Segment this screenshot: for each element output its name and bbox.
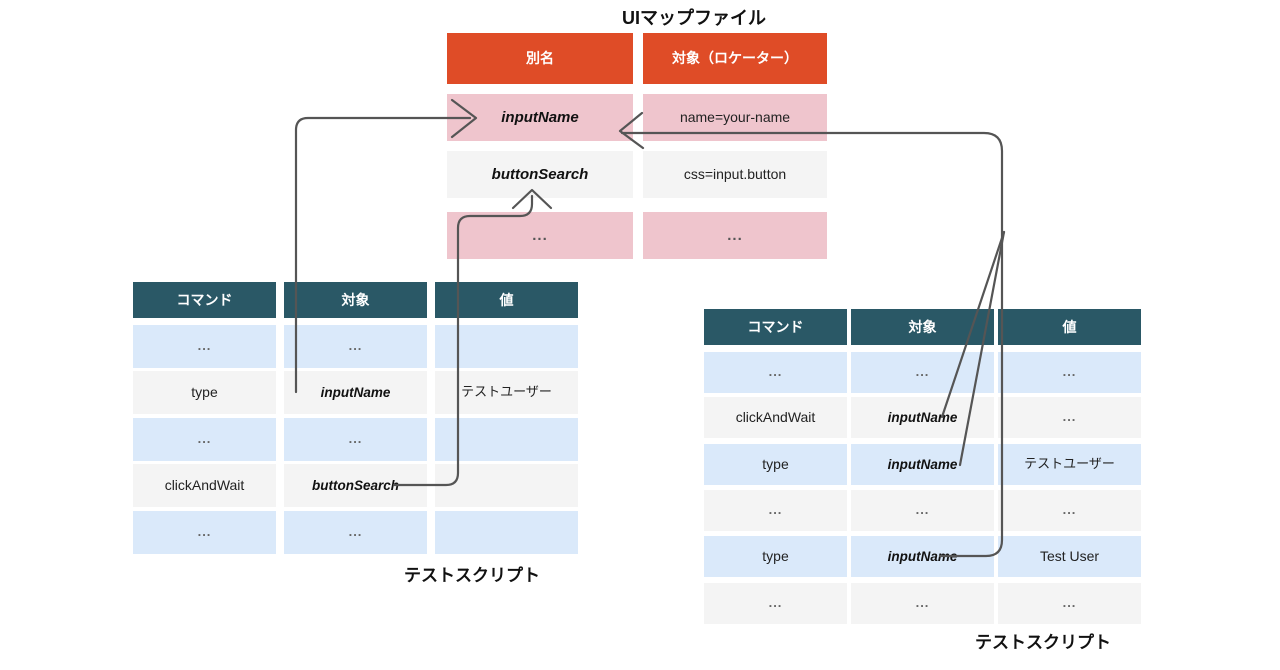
right-cell-command: ... — [704, 352, 847, 393]
left-cell-command: ... — [133, 511, 276, 554]
right-cell-command: ... — [704, 583, 847, 624]
left-cell-target: inputName — [284, 371, 427, 414]
left-cell-target: ... — [284, 325, 427, 368]
left-cell-value — [435, 464, 578, 507]
uimap-title: UIマップファイル — [622, 8, 766, 28]
right-cell-target: inputName — [851, 444, 994, 485]
left-cell-command: ... — [133, 325, 276, 368]
left-cell-target: buttonSearch — [284, 464, 427, 507]
right-cell-command: ... — [704, 490, 847, 531]
right-cell-value: Test User — [998, 536, 1141, 577]
left-cell-value — [435, 511, 578, 554]
right-cell-command: type — [704, 444, 847, 485]
left-header-command: コマンド — [133, 282, 276, 318]
left-header-target: 対象 — [284, 282, 427, 318]
right-cell-target: ... — [851, 490, 994, 531]
right-cell-value: ... — [998, 352, 1141, 393]
right-header-value: 値 — [998, 309, 1141, 345]
right-cell-command: clickAndWait — [704, 397, 847, 438]
left-cell-value — [435, 418, 578, 461]
left-cell-command: ... — [133, 418, 276, 461]
left-script-caption: テストスクリプト — [404, 566, 540, 585]
right-script-caption: テストスクリプト — [975, 633, 1111, 652]
uimap-header-alias: 別名 — [447, 33, 633, 84]
left-cell-command: type — [133, 371, 276, 414]
right-cell-value: ... — [998, 490, 1141, 531]
right-cell-value: ... — [998, 397, 1141, 438]
uimap-header-locator: 対象（ロケーター） — [643, 33, 827, 84]
uimap-row-alias: inputName — [447, 94, 633, 141]
right-cell-target: inputName — [851, 536, 994, 577]
uimap-row-alias: ... — [447, 212, 633, 259]
uimap-row-alias: buttonSearch — [447, 151, 633, 198]
left-cell-target: ... — [284, 418, 427, 461]
left-cell-command: clickAndWait — [133, 464, 276, 507]
right-cell-target: inputName — [851, 397, 994, 438]
right-cell-value: テストユーザー — [998, 444, 1141, 485]
right-header-command: コマンド — [704, 309, 847, 345]
left-cell-value: テストユーザー — [435, 371, 578, 414]
right-cell-target: ... — [851, 352, 994, 393]
right-header-target: 対象 — [851, 309, 994, 345]
left-cell-target: ... — [284, 511, 427, 554]
right-cell-value: ... — [998, 583, 1141, 624]
left-cell-value — [435, 325, 578, 368]
right-cell-target: ... — [851, 583, 994, 624]
left-header-value: 値 — [435, 282, 578, 318]
uimap-row-locator: name=your-name — [643, 94, 827, 141]
uimap-row-locator: ... — [643, 212, 827, 259]
uimap-row-locator: css=input.button — [643, 151, 827, 198]
right-cell-command: type — [704, 536, 847, 577]
